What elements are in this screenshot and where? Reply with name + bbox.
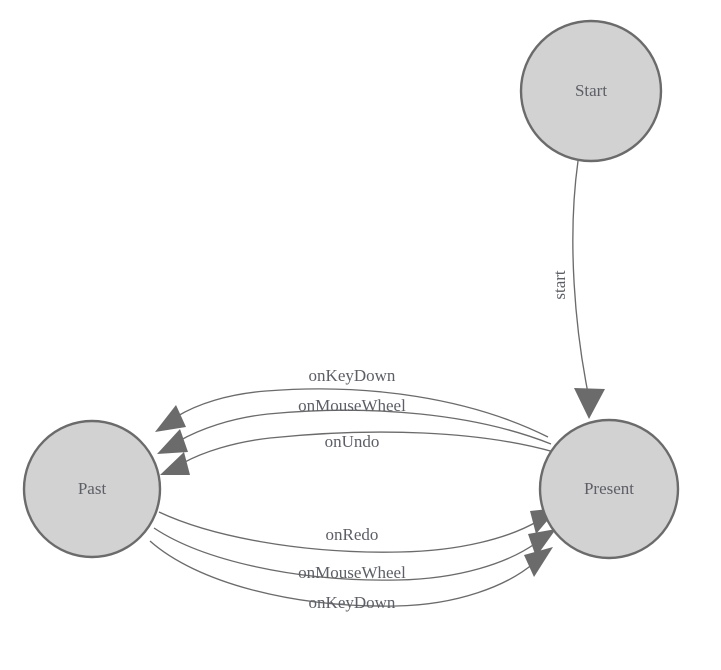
arrowhead-into-past-3 xyxy=(160,452,190,475)
edge-present-to-past-onkeydown-path xyxy=(175,388,549,438)
arrowhead-into-present-2 xyxy=(528,529,556,557)
edge-present-to-past-onmousewheel-path xyxy=(178,409,552,445)
node-past[interactable]: Past xyxy=(22,419,162,559)
node-past-circle xyxy=(22,419,162,559)
arrowhead-into-past-2 xyxy=(157,429,188,454)
edge-past-to-present-onmousewheel-path xyxy=(153,527,537,581)
edge-start-to-present-path xyxy=(572,160,590,399)
node-present-circle xyxy=(538,418,680,560)
node-past-label: Past xyxy=(78,479,107,498)
edge-start-to-present[interactable]: start xyxy=(550,160,605,419)
edge-present-to-past-onkeydown[interactable]: onKeyDown xyxy=(155,366,549,438)
edge-past-to-present-onmousewheel[interactable]: onMouseWheel xyxy=(153,527,556,582)
arrowhead-into-present-top xyxy=(574,388,605,419)
node-present[interactable]: Present xyxy=(538,418,680,560)
node-start-circle xyxy=(519,19,663,163)
edge-past-to-present-onkeydown-path xyxy=(149,540,535,607)
node-start-label: Start xyxy=(575,81,607,100)
edge-past-to-present-onkeydown[interactable]: onKeyDown xyxy=(149,540,553,612)
edge-label-present-past-onundo: onUndo xyxy=(325,432,380,451)
node-present-label: Present xyxy=(584,479,634,498)
edge-present-to-past-onundo[interactable]: onUndo xyxy=(160,431,555,475)
edge-past-to-present-onredo-path xyxy=(158,511,539,553)
edge-past-to-present-onredo[interactable]: onRedo xyxy=(158,508,558,553)
edge-present-to-past-onundo-path xyxy=(182,431,555,464)
node-start[interactable]: Start xyxy=(519,19,663,163)
edge-present-to-past-onmousewheel[interactable]: onMouseWheel xyxy=(157,396,552,454)
edge-label-present-past-onkeydown: onKeyDown xyxy=(309,366,396,385)
edge-label-past-present-onredo: onRedo xyxy=(326,525,379,544)
arrowhead-into-present-3 xyxy=(524,547,553,577)
edge-label-start: start xyxy=(550,270,569,300)
edge-label-present-past-onmousewheel: onMouseWheel xyxy=(298,396,406,415)
edge-label-past-present-onkeydown: onKeyDown xyxy=(309,593,396,612)
edge-label-past-present-onmousewheel: onMouseWheel xyxy=(298,563,406,582)
arrowhead-into-past-1 xyxy=(155,405,186,432)
